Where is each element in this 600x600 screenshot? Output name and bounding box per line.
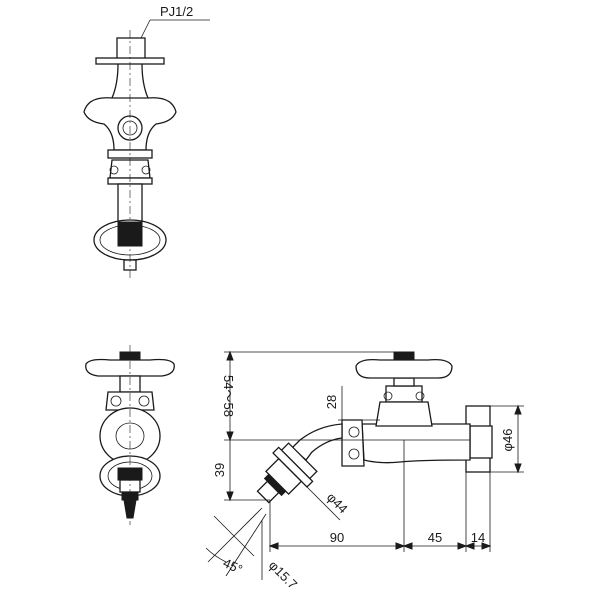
angle-ext-line — [213, 515, 255, 557]
top-front-view: PJ1/2 — [83, 4, 210, 280]
tower-stem — [393, 377, 415, 387]
nut-dot-left — [109, 165, 119, 175]
main-handle — [355, 358, 453, 379]
nut-dot-right — [141, 165, 151, 175]
dim-angle: 45° — [221, 555, 245, 577]
main-handle-cap — [393, 351, 415, 361]
dim-tip-diameter: φ15.7 — [266, 558, 300, 592]
thread-label: PJ1/2 — [160, 4, 193, 19]
arrow-45-left — [402, 542, 413, 550]
side-nut-dot-left — [110, 395, 122, 407]
thread-leader-diagonal — [139, 19, 151, 41]
arrow-14-left — [464, 542, 475, 550]
right-main-view: 54～58 39 28 φ46 90 45 14 φ44 — [205, 350, 524, 592]
side-nut-dot-right — [138, 395, 150, 407]
arrow-14-right — [481, 542, 492, 550]
wall-plate-thread — [469, 425, 493, 459]
left-side-view — [85, 345, 175, 525]
tower-dot-right — [415, 391, 425, 401]
arrow-height-total-top — [226, 350, 234, 361]
dim-height-lower: 39 — [212, 463, 227, 477]
dim-height-total: 54～58 — [221, 375, 236, 417]
arrow-46-bottom — [514, 463, 522, 474]
union-dot-top — [348, 426, 360, 438]
arrow-45-right — [457, 542, 468, 550]
arrow-90-left — [268, 542, 279, 550]
dim-length-14: 14 — [471, 530, 485, 545]
body-pipe — [361, 423, 471, 464]
dim-handle-height: 28 — [324, 395, 339, 409]
nozzle-tip — [256, 480, 280, 504]
tower-dot-left — [383, 391, 393, 401]
dim-length-90: 90 — [330, 530, 344, 545]
union-dot-bottom — [348, 448, 360, 460]
neck — [111, 63, 149, 99]
arrow-height-total-bottom — [226, 431, 234, 442]
angle-line-2 — [225, 513, 267, 577]
arrow-46-top — [514, 404, 522, 415]
angle-arc — [205, 547, 227, 563]
inlet-stub — [116, 37, 146, 61]
dim-flange-diameter: φ46 — [500, 429, 515, 452]
valve-tower — [375, 401, 433, 427]
arrow-height-lower — [226, 491, 234, 502]
dim-nozzle-diameter: φ44 — [324, 490, 351, 517]
arrow-90-right — [395, 542, 406, 550]
leader-nozzle — [299, 479, 341, 521]
dim-length-45: 45 — [428, 530, 442, 545]
angle-line-1 — [207, 507, 263, 563]
angled-nozzle — [256, 442, 318, 504]
